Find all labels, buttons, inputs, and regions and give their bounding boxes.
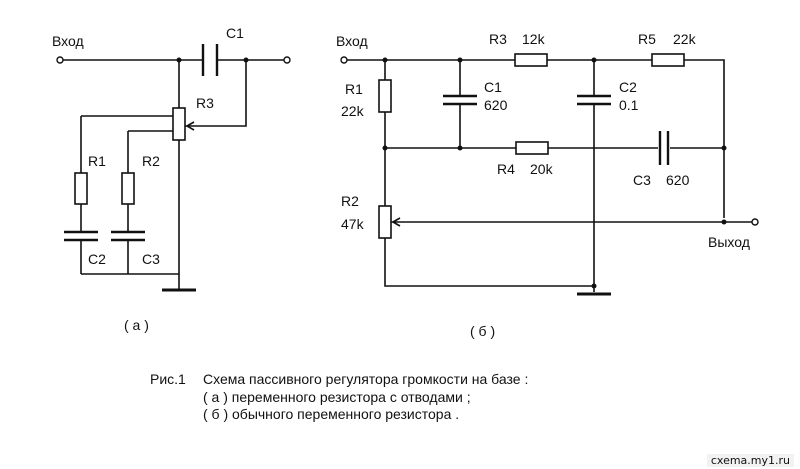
b-r4-label: R4 bbox=[497, 161, 515, 177]
b-c2-label: C2 bbox=[619, 79, 637, 95]
a-c3-capacitor bbox=[111, 230, 145, 242]
b-output-terminal bbox=[751, 218, 759, 226]
b-c3-value: 620 bbox=[666, 172, 690, 188]
b-c1-capacitor bbox=[443, 94, 477, 106]
b-r3-value: 12k bbox=[522, 31, 546, 47]
a-r1-label: R1 bbox=[88, 153, 106, 169]
figure-title: Схема пассивного регулятора громкости на… bbox=[203, 371, 529, 387]
a-subfigure-label: ( а ) bbox=[124, 317, 149, 333]
b-c2-capacitor bbox=[577, 94, 611, 106]
a-r1-resistor bbox=[74, 172, 88, 205]
a-output-terminal bbox=[283, 56, 291, 64]
b-subfigure-label: ( б ) bbox=[470, 323, 495, 339]
watermark: cxema.my1.ru bbox=[706, 454, 794, 467]
b-output-label: Выход bbox=[708, 234, 750, 250]
a-c2-label: C2 bbox=[88, 251, 106, 267]
a-input-label: Вход bbox=[52, 33, 84, 49]
b-r2-label: R2 bbox=[341, 193, 359, 209]
b-r5-value: 22k bbox=[673, 31, 697, 47]
b-r1-label: R1 bbox=[345, 81, 363, 97]
a-r3-label: R3 bbox=[196, 95, 214, 111]
b-r2-value: 47k bbox=[341, 216, 365, 232]
figure-number: Рис.1 bbox=[150, 371, 186, 387]
b-r1-resistor bbox=[378, 79, 392, 113]
b-r3-resistor bbox=[514, 53, 548, 67]
circuit-a: Вход C1 R3 R1 R2 C2 C3 ( а ) bbox=[52, 25, 291, 333]
b-input-terminal bbox=[340, 56, 348, 64]
figure-item-b: ( б ) обычного переменного резистора . bbox=[203, 406, 460, 422]
a-r2-label: R2 bbox=[142, 153, 160, 169]
a-r2-resistor bbox=[121, 172, 135, 205]
a-input-terminal bbox=[56, 56, 64, 64]
b-c1-label: C1 bbox=[484, 79, 502, 95]
b-r2-potentiometer bbox=[378, 205, 392, 239]
a-r3-potentiometer bbox=[172, 107, 186, 141]
b-r5-label: R5 bbox=[638, 31, 656, 47]
b-c2-value: 0.1 bbox=[619, 97, 639, 113]
a-r3-wiper-arrow bbox=[186, 121, 195, 131]
a-c1-label: C1 bbox=[226, 25, 244, 41]
b-r5-resistor bbox=[651, 53, 685, 67]
b-r1-value: 22k bbox=[341, 103, 365, 119]
b-r4-resistor bbox=[515, 141, 549, 155]
b-input-label: Вход bbox=[336, 33, 368, 49]
b-r2-wiper-arrow bbox=[392, 217, 401, 227]
figure-item-a: ( а ) переменного резистора с отводами ; bbox=[203, 389, 471, 405]
b-c3-label: C3 bbox=[633, 172, 651, 188]
circuit-b: Вход R3 12k R5 22k R1 22k C1 620 C2 0.1 … bbox=[336, 31, 759, 339]
b-c3-capacitor bbox=[658, 131, 670, 165]
a-c3-label: C3 bbox=[142, 251, 160, 267]
b-r4-value: 20k bbox=[530, 161, 554, 177]
a-c1-capacitor bbox=[201, 44, 219, 76]
b-r3-label: R3 bbox=[489, 31, 507, 47]
b-c1-value: 620 bbox=[484, 97, 508, 113]
a-c2-capacitor bbox=[64, 230, 98, 242]
